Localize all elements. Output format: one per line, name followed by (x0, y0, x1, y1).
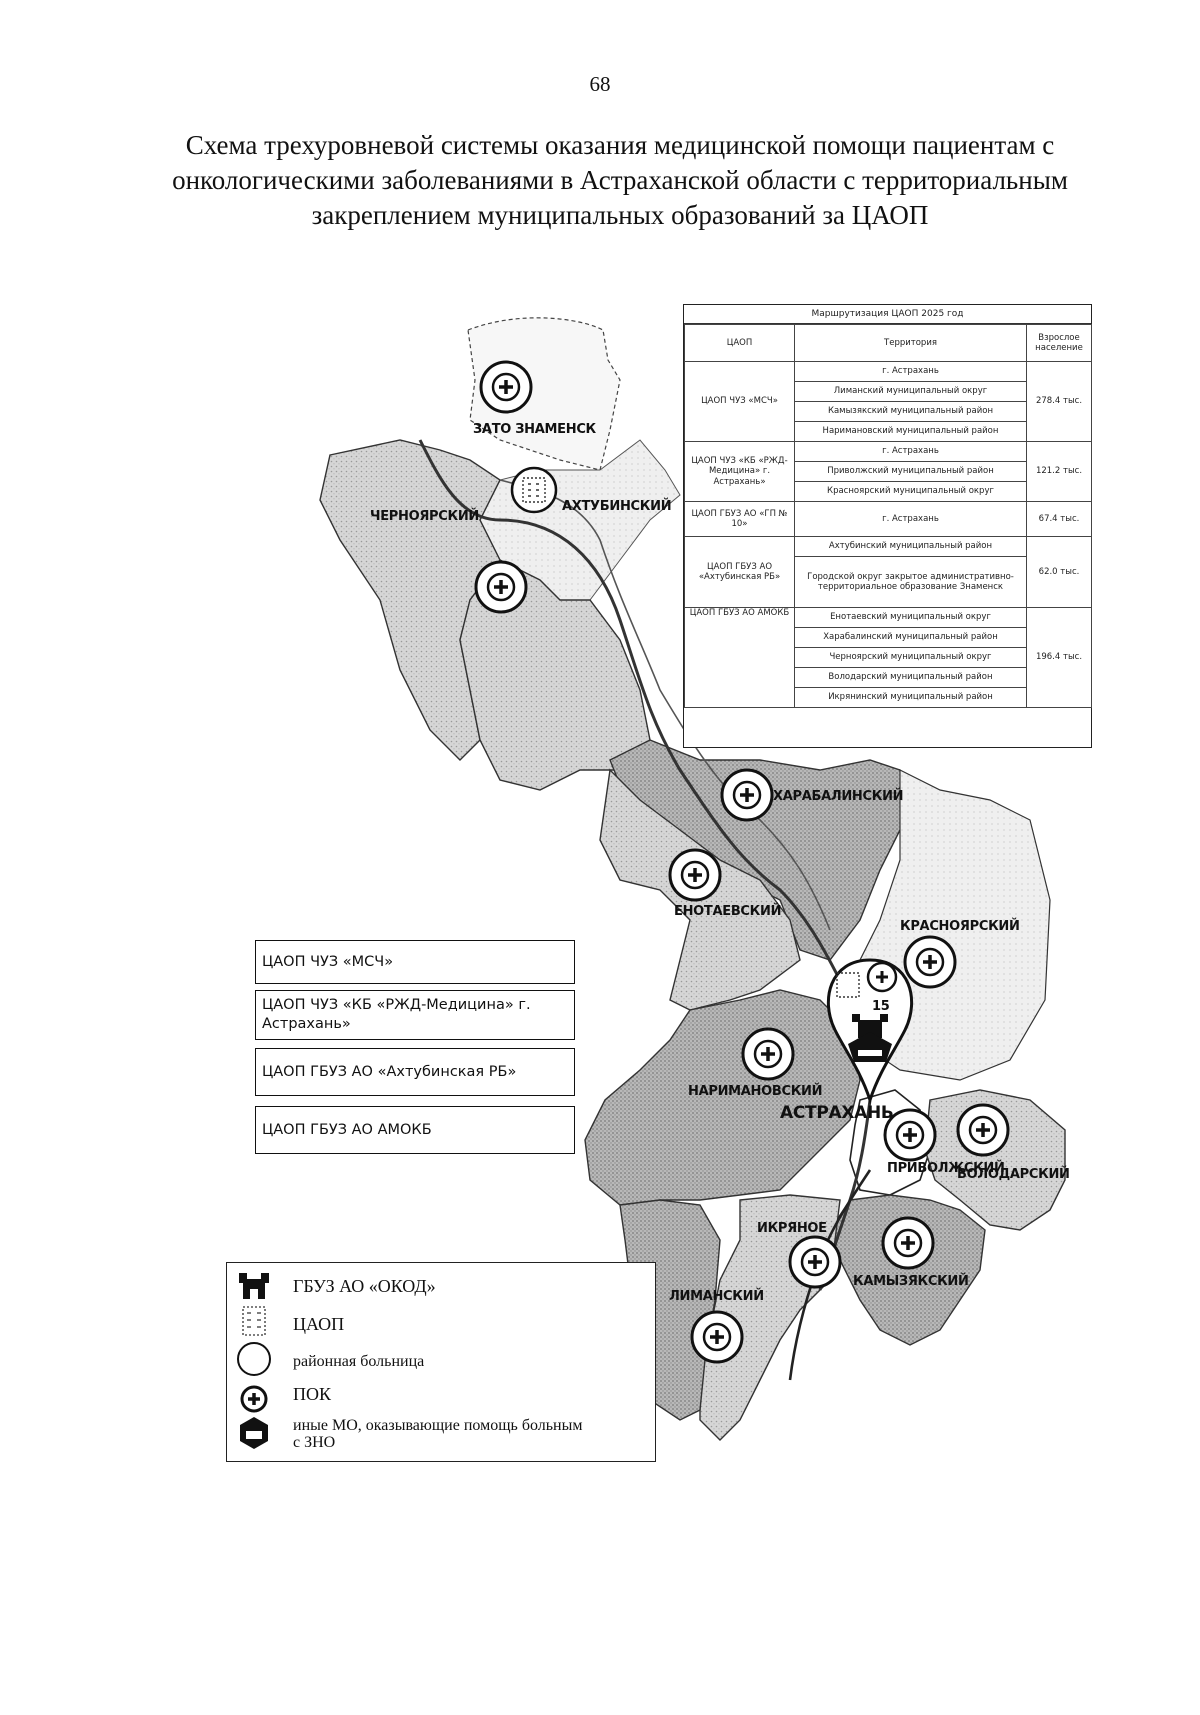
territory-cell: Наримановский муниципальный район (794, 421, 1027, 442)
territory-cell: Харабалинский муниципальный район (794, 627, 1027, 648)
population-cell: 278.4 тыс. (1026, 361, 1092, 442)
routing-table-header: ЦАОП Территория Взрослое население (684, 324, 1092, 362)
legend-center-akhtubinskaya: ЦАОП ГБУЗ АО «Ахтубинская РБ» (255, 1048, 575, 1096)
label-ikryanoe: ИКРЯНОЕ (757, 1221, 827, 1236)
hospital-bed-icon (240, 1417, 268, 1449)
label-enotaevsky: ЕНОТАЕВСКИЙ (674, 903, 781, 919)
legend-label: иные МО, оказывающие помощь больным с ЗН… (293, 1417, 583, 1451)
pok-marker-zato (479, 360, 533, 414)
header-territory: Территория (794, 324, 1027, 362)
label-kamyzyaksky: КАМЫЗЯКСКИЙ (853, 1273, 969, 1289)
legend-center-amokb: ЦАОП ГБУЗ АО АМОКБ (255, 1106, 575, 1154)
page-title: Схема трехуровневой системы оказания мед… (150, 128, 1090, 233)
territory-cell: Лиманский муниципальный округ (794, 381, 1027, 402)
volga-river (418, 439, 874, 1291)
pok-marker-narimanovsky (741, 1027, 795, 1081)
circle-icon (237, 1342, 271, 1376)
legend-label: районная больница (293, 1353, 425, 1370)
pok-marker-privolzhsky (883, 1108, 937, 1162)
plus-circle-icon (240, 1385, 268, 1413)
legend-item-district-hospital: районная больница (227, 1341, 655, 1377)
territory-cell: Камызякский муниципальный район (794, 401, 1027, 422)
legend-center-msch: ЦАОП ЧУЗ «МСЧ» (255, 940, 575, 984)
territory-cell: Икрянинский муниципальный район (794, 687, 1027, 708)
header-center: ЦАОП (684, 324, 795, 362)
legend-label: ГБУЗ АО «ОКОД» (293, 1276, 436, 1296)
pok-marker-krasnoyarsky (903, 935, 957, 989)
routing-table-caption: Маршрутизация ЦАОП 2025 год (684, 305, 1091, 324)
territory-cell: Городской округ закрытое административно… (794, 556, 1027, 608)
label-akhtubinsky: АХТУБИНСКИЙ (562, 498, 671, 514)
tsaop-marker-akhtubinsky (510, 466, 558, 514)
region-kamyzyaksky (829, 1194, 986, 1346)
population-cell: 196.4 тыс. (1026, 607, 1092, 708)
center-cell: ЦАОП ГБУЗ АО АМОКБ (684, 607, 795, 708)
astrakhan-pin (826, 958, 914, 1105)
marker-number: 15 (872, 999, 890, 1014)
page-number: 68 (589, 72, 611, 96)
label-chernoyarsky: ЧЕРНОЯРСКИЙ (370, 508, 479, 524)
territory-cell: Красноярский муниципальный округ (794, 481, 1027, 502)
pok-marker-enotaevsky (668, 848, 722, 902)
table-row: ЦАОП ЧУЗ «КБ «РЖД-Медицина» г. Астрахань… (684, 441, 1092, 502)
symbol-legend: ГБУЗ АО «ОКОД» ЦАОП районная больница ПО… (226, 1262, 656, 1462)
pok-marker-ikryanoe (788, 1235, 842, 1289)
territory-cell: Приволжский муниципальный район (794, 461, 1027, 482)
routing-table: Маршрутизация ЦАОП 2025 год ЦАОП Террито… (683, 304, 1092, 748)
label-krasnoyarsky: КРАСНОЯРСКИЙ (900, 918, 1020, 934)
building-icon (239, 1273, 269, 1299)
legend-item-other-mo: иные МО, оказывающие помощь больным с ЗН… (227, 1415, 655, 1451)
population-cell: 67.4 тыс. (1026, 501, 1092, 537)
akhtuba-river (499, 479, 831, 931)
legend-center-rzhd: ЦАОП ЧУЗ «КБ «РЖД-Медицина» г. Астрахань… (255, 990, 575, 1040)
pok-marker-limansky (690, 1310, 744, 1364)
territory-cell: г. Астрахань (794, 501, 1027, 537)
label-limansky: ЛИМАНСКИЙ (669, 1288, 764, 1304)
label-privolzhsky: ПРИВОЛЖСКИЙ (887, 1160, 1005, 1176)
label-kharabalinsky: ХАРАБАЛИНСКИЙ (773, 788, 903, 804)
pok-marker-chernoyarsky (474, 560, 528, 614)
legend-label: ПОК (293, 1384, 332, 1404)
label-astrakhan: АСТРАХАНЬ (780, 1103, 894, 1123)
label-zato-znamensk: ЗАТО ЗНАМЕНСК (473, 422, 597, 437)
population-cell: 62.0 тыс. (1026, 536, 1092, 608)
title-line-2: онкологическими заболеваниями в Астрахан… (172, 165, 1068, 195)
table-row: ЦАОП ГБУЗ АО АМОКБ Енотаевский муниципал… (684, 607, 1092, 708)
title-line-3: закреплением муниципальных образований з… (311, 200, 929, 230)
label-volodarsky: ВОЛОДАРСКИЙ (957, 1166, 1070, 1182)
pok-marker-kharabalinsky (720, 768, 774, 822)
territory-cell: Енотаевский муниципальный округ (794, 607, 1027, 628)
population-cell: 121.2 тыс. (1026, 441, 1092, 502)
tsaop-marker-astrakhan (836, 972, 860, 998)
territory-cell: Володарский муниципальный район (794, 667, 1027, 688)
table-row: Икрянинский муниципальный район (685, 687, 1092, 708)
territory-cell: Ахтубинский муниципальный район (794, 536, 1027, 557)
center-cell: ЦАОП ЧУЗ «КБ «РЖД-Медицина» г. Астрахань… (684, 441, 795, 502)
pok-marker-astrakhan (866, 961, 898, 993)
legend-label: ЦАОП (293, 1314, 345, 1334)
center-cell: ЦАОП ЧУЗ «МСЧ» (684, 361, 795, 442)
table-row: ЦАОП ГБУЗ АО «ГП № 10» г. Астрахань 67.4… (684, 501, 1092, 537)
territory-cell: Черноярский муниципальный округ (794, 647, 1027, 668)
territory-cell: г. Астрахань (794, 361, 1027, 382)
header-population: Взрослое население (1026, 324, 1092, 362)
legend-item-okod: ГБУЗ АО «ОКОД» (227, 1267, 655, 1303)
region-zato-znamensk (467, 317, 621, 471)
title-line-1: Схема трехуровневой системы оказания мед… (185, 130, 1055, 160)
territory-cell: г. Астрахань (794, 441, 1027, 462)
center-cell: ЦАОП ГБУЗ АО «Ахтубинская РБ» (684, 536, 795, 608)
table-row: ЦАОП ГБУЗ АО «Ахтубинская РБ» Ахтубински… (684, 536, 1092, 608)
center-cell: ЦАОП ГБУЗ АО «ГП № 10» (684, 501, 795, 537)
table-row: ЦАОП ЧУЗ «МСЧ» г. Астрахань 278.4 тыс. (684, 361, 1092, 442)
pok-marker-volodarsky (956, 1103, 1010, 1157)
legend-item-tsaop: ЦАОП (227, 1303, 655, 1339)
dotted-building-icon (242, 1306, 266, 1336)
legend-item-pok: ПОК (227, 1381, 655, 1417)
label-narimanovsky: НАРИМАНОВСКИЙ (688, 1083, 822, 1099)
pok-marker-kamyzyaksky (881, 1216, 935, 1270)
routing-table-grid: ЦАОП Территория Взрослое население ЦАОП … (684, 324, 1092, 708)
